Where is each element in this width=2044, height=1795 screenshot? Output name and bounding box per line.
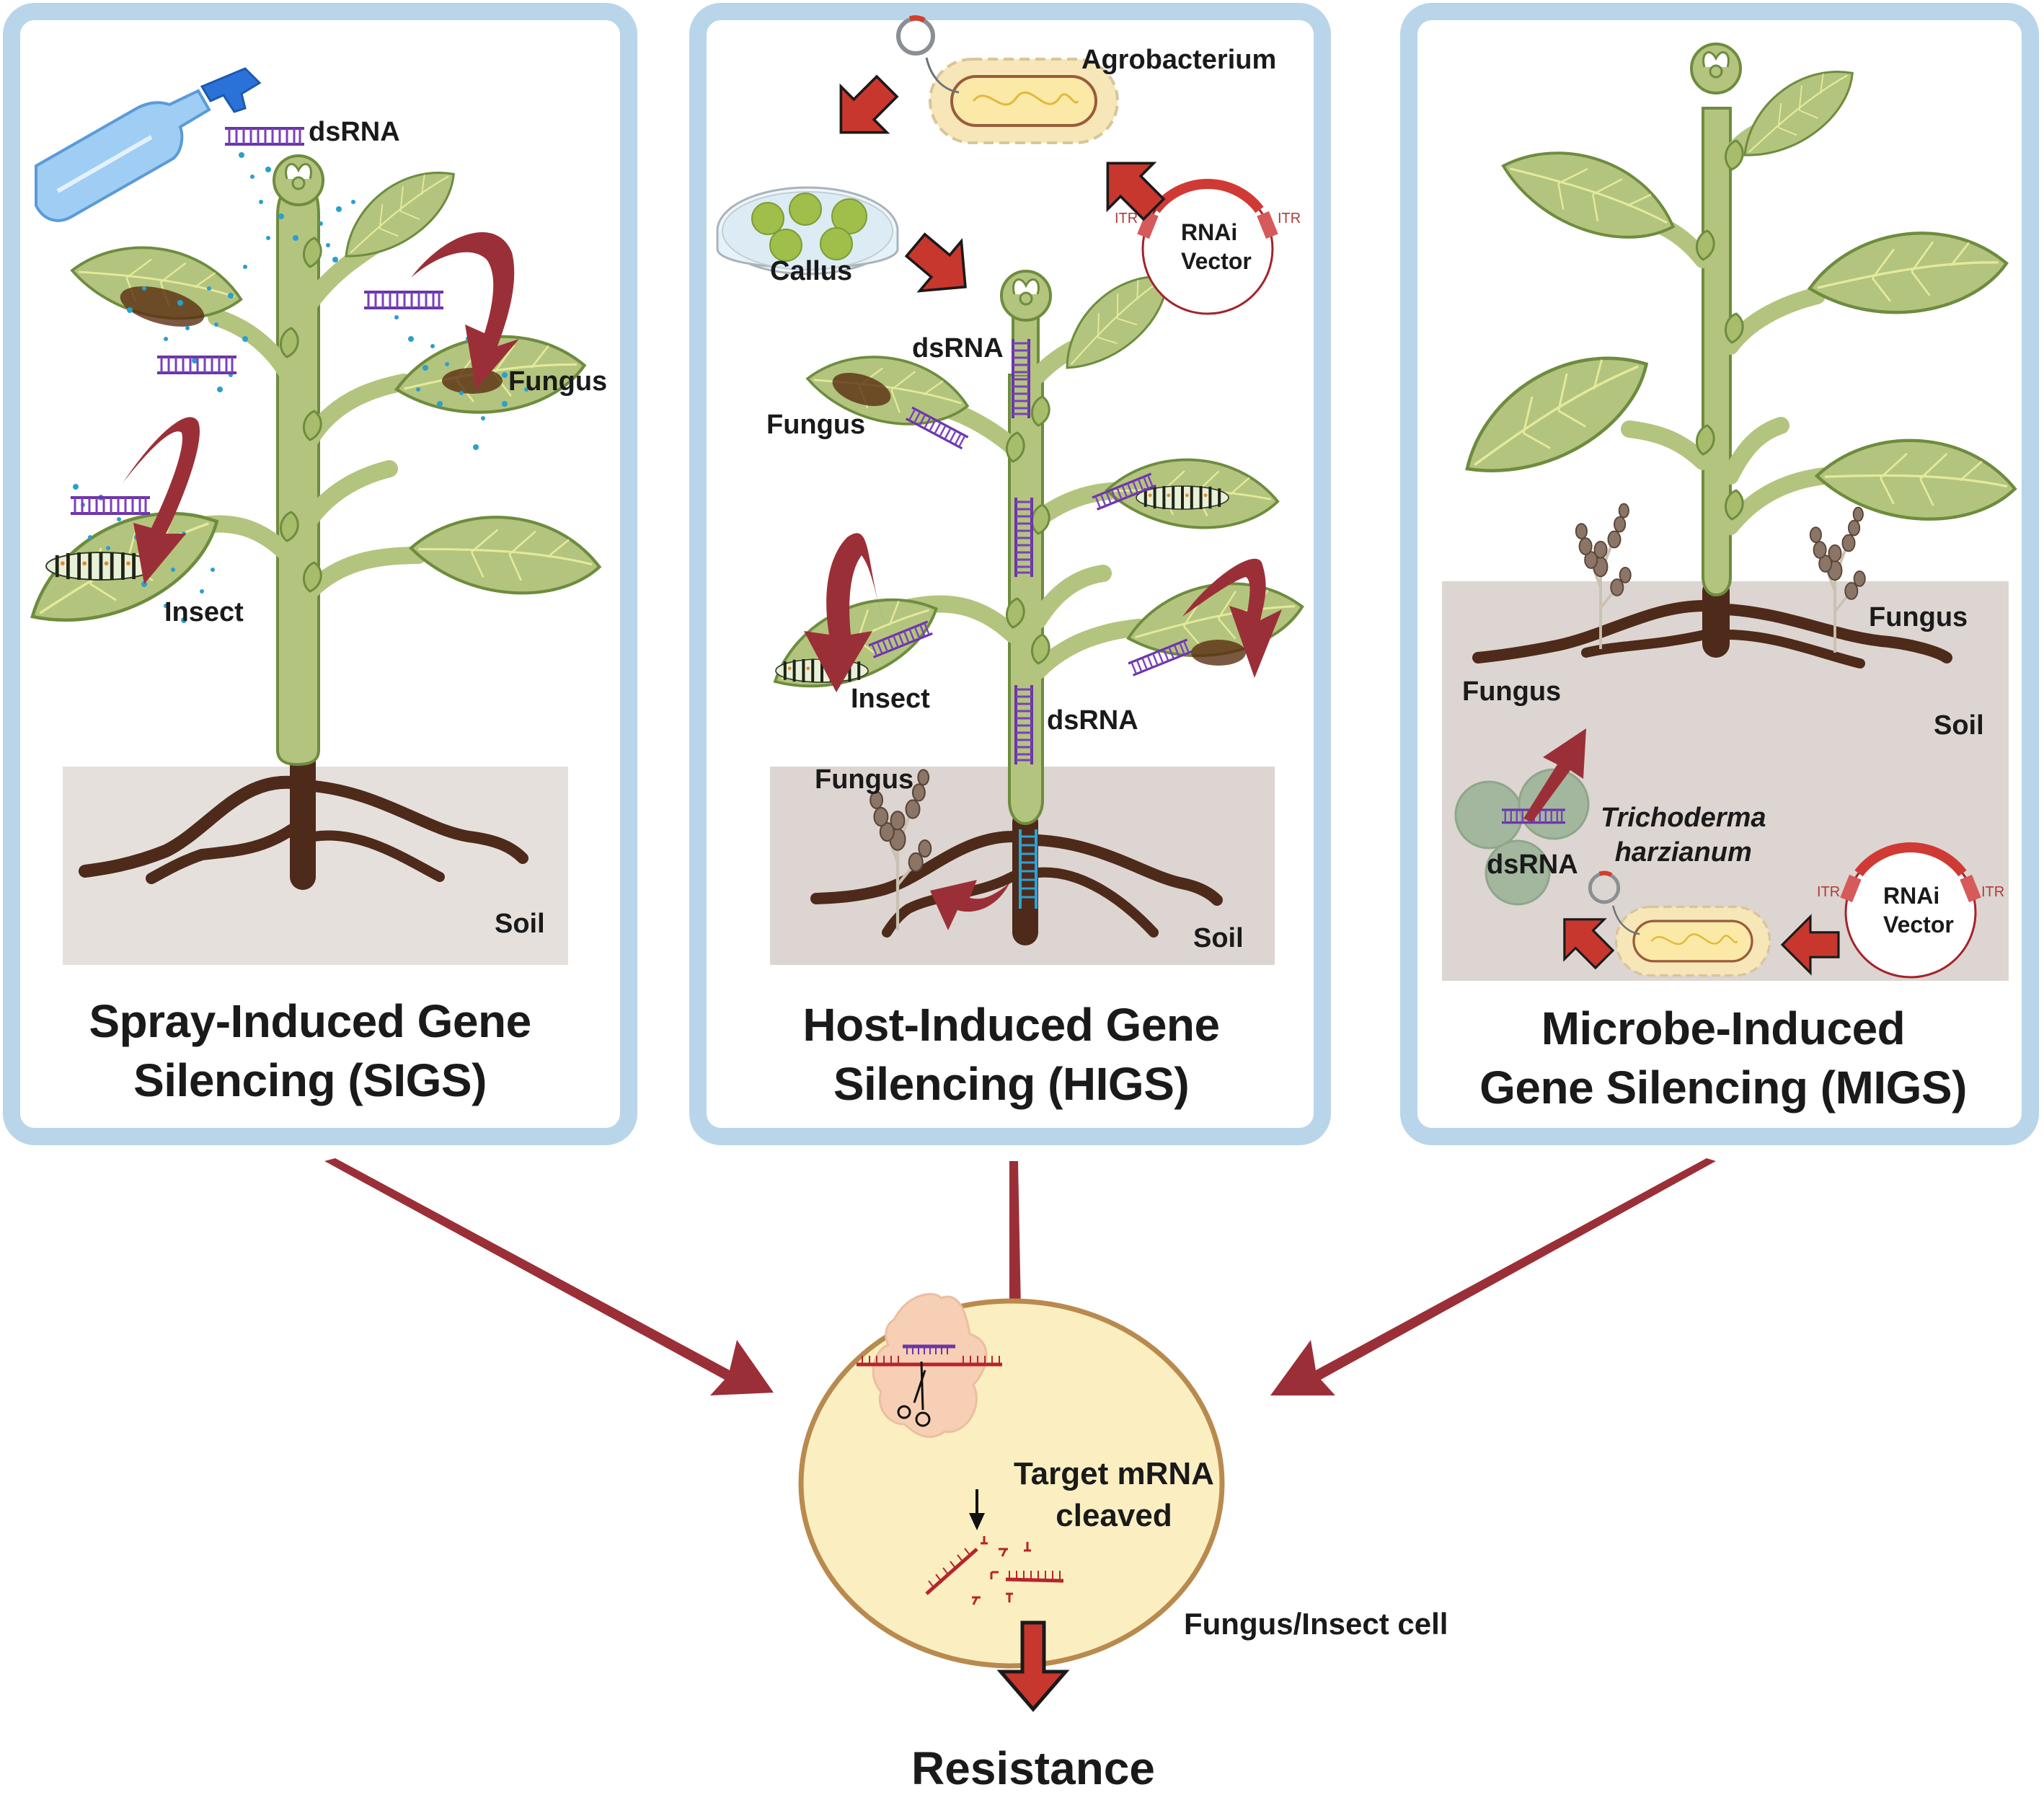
label-fungus-soil: Fungus	[815, 764, 914, 795]
resistance-arrow-icon	[996, 1620, 1070, 1712]
label-fungus: Fungus	[508, 366, 608, 397]
label-trichoderma: Trichoderma harzianum	[1601, 801, 1766, 870]
curved-arrow	[411, 231, 519, 389]
fungal-lesion	[442, 368, 503, 394]
roots	[1472, 578, 1952, 669]
label-insect: Insect	[851, 684, 930, 714]
rnai-line2: Vector	[1181, 248, 1252, 274]
leaf	[1445, 329, 1666, 498]
dsrna-icon	[363, 291, 445, 309]
label-fungus-left: Fungus	[1462, 676, 1562, 707]
sigs-illustration	[12, 67, 604, 965]
mrna-fragment	[1005, 1577, 1064, 1583]
apex-bud	[1000, 270, 1052, 322]
caterpillar-icon	[1136, 486, 1229, 509]
label-soil: Soil	[1193, 923, 1244, 953]
dsrna-icon	[224, 127, 306, 146]
migs-title-line1: Microbe-Induced	[1541, 1002, 1906, 1054]
trichoderma-line2: harzianum	[1614, 837, 1752, 868]
migs-title: Microbe-Induced Gene Silencing (MIGS)	[1413, 999, 2033, 1117]
apex-bud	[1690, 43, 1742, 94]
curved-arrow	[1182, 558, 1282, 678]
label-dsrna-top: dsRNA	[912, 333, 1004, 363]
scissors-icon	[897, 1361, 931, 1427]
fungal-lesion	[832, 372, 891, 407]
rnai-line1: RNAi	[1181, 219, 1238, 245]
agrobacterium-icon	[898, 18, 1118, 143]
nucleotide-fragments	[972, 1536, 1031, 1605]
label-callus: Callus	[770, 256, 853, 286]
target-cell	[798, 1293, 1225, 1669]
label-itr-right: ITR	[1981, 884, 2005, 900]
dsrna-icon-root	[1019, 829, 1038, 909]
fungal-lesion	[120, 286, 205, 327]
curved-arrow	[804, 533, 883, 692]
leaf	[1805, 226, 2009, 320]
sigs-title-line2: Silencing (SIGS)	[133, 1054, 487, 1106]
label-dsrna-bottom: dsRNA	[1047, 705, 1138, 736]
label-fungus-right: Fungus	[1869, 602, 1968, 632]
higs-title-line2: Silencing (HIGS)	[833, 1058, 1190, 1110]
roots	[79, 737, 528, 890]
leaf	[407, 505, 604, 605]
apex-bud	[273, 154, 324, 206]
higs-title: Host-Induced Gene Silencing (HIGS)	[699, 995, 1323, 1113]
block-arrow-icon	[816, 62, 911, 157]
label-soil: Soil	[1934, 710, 1984, 741]
migs-illustration	[1442, 43, 2019, 981]
petri-dish-callus-icon	[716, 186, 899, 275]
curved-arrow	[123, 417, 200, 584]
stem	[276, 186, 320, 767]
spray-bottle-icon	[35, 67, 262, 222]
caterpillar-icon	[46, 552, 156, 580]
label-dsrna: dsRNA	[1487, 850, 1578, 880]
label-dsrna: dsRNA	[309, 117, 400, 147]
roots	[810, 809, 1223, 945]
dsrna-icon	[69, 496, 151, 515]
leaf	[1725, 50, 1870, 175]
higs-illustration	[716, 18, 1309, 965]
block-arrow-icon	[893, 219, 988, 314]
label-fungus-leaf: Fungus	[766, 410, 866, 440]
sigs-title: Spray-Induced Gene Silencing (SIGS)	[22, 992, 598, 1110]
mrna-fragment	[925, 1548, 978, 1595]
sigs-title-line1: Spray-Induced Gene	[89, 995, 531, 1047]
label-itr-left: ITR	[1817, 884, 1841, 900]
cell-label: Fungus/Insect cell	[1184, 1607, 1448, 1641]
trichoderma-line1: Trichoderma	[1601, 803, 1766, 833]
label-rnai-vector: RNAi Vector	[1181, 218, 1252, 275]
process-line2: cleaved	[1056, 1498, 1172, 1533]
migs-title-line2: Gene Silencing (MIGS)	[1479, 1062, 1967, 1113]
higs-title-line1: Host-Induced Gene	[802, 999, 1220, 1051]
cell-process-label: Target mRNA cleaved	[1006, 1453, 1222, 1537]
label-agrobacterium: Agrobacterium	[1081, 45, 1277, 75]
rnai-line1: RNAi	[1883, 883, 1940, 909]
arrow-sigs-to-cell	[324, 1158, 774, 1395]
arrow-migs-to-cell	[1270, 1158, 1716, 1395]
dsrna-icon	[156, 356, 238, 374]
curved-arrow	[930, 880, 1009, 930]
leaf	[1813, 431, 2019, 529]
outcome-label: Resistance	[911, 1742, 1155, 1794]
label-itr-right: ITR	[1278, 211, 1301, 226]
process-line1: Target mRNA	[1014, 1456, 1214, 1491]
curved-arrow	[1523, 728, 1586, 822]
label-itr-left: ITR	[1115, 211, 1138, 226]
rnai-line2: Vector	[1883, 912, 1954, 938]
label-rnai-vector: RNAi Vector	[1883, 881, 1954, 939]
leaf	[1490, 125, 1688, 263]
leaf	[327, 151, 471, 275]
label-soil: Soil	[495, 909, 545, 939]
fungal-lesion	[1191, 640, 1246, 666]
label-insect: Insect	[164, 597, 244, 627]
